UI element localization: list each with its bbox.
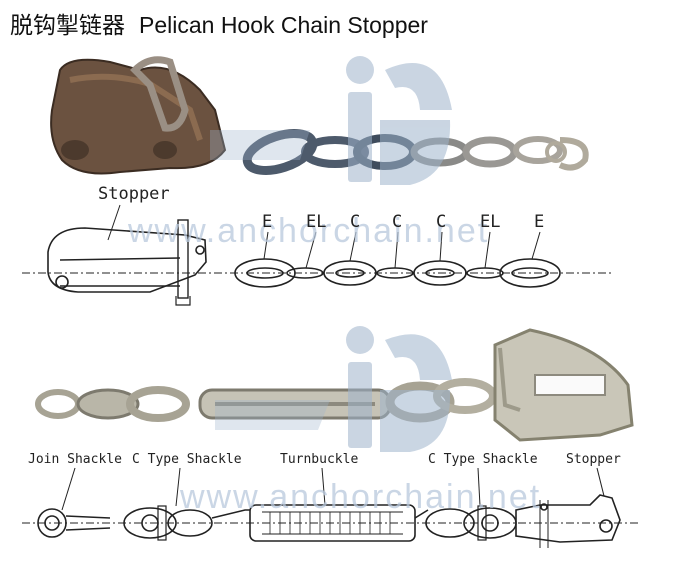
watermark-text-top: www.anchorchain.net — [128, 212, 490, 250]
bottom-stopper-diagram — [515, 494, 621, 543]
watermark-text-bottom: www.anchorchain.net — [180, 478, 542, 516]
link-label-e-1: E — [262, 212, 273, 232]
turnbuckle-diagram — [249, 504, 416, 542]
top-leader-lines — [107, 204, 541, 269]
bottom-photo — [35, 328, 634, 442]
stopper-outline — [47, 227, 207, 293]
page-title: 脱钩掣链器 Pelican Hook Chain Stopper — [10, 6, 428, 40]
link-label-e-2: E — [534, 212, 545, 232]
link-label-c-1: C — [350, 212, 361, 232]
link-label-el-2: EL — [480, 212, 501, 232]
bottom-leader-lines — [61, 467, 605, 511]
label-join-shackle: Join Shackle — [28, 452, 122, 467]
link-label-c-2: C — [392, 212, 403, 232]
title-english: Pelican Hook Chain Stopper — [139, 12, 428, 38]
link-label-el-1: EL — [306, 212, 327, 232]
label-stopper-bottom: Stopper — [566, 452, 621, 467]
top-diagram — [22, 204, 612, 306]
hook-bail — [130, 56, 189, 132]
watermark-logo-top — [210, 56, 452, 185]
label-stopper-top: Stopper — [98, 184, 170, 204]
link-label-c-3: C — [436, 212, 447, 232]
label-c-type-shackle-right: C Type Shackle — [428, 452, 538, 467]
title-chinese: 脱钩掣链器 — [10, 13, 125, 39]
watermark-logo-bottom — [215, 326, 452, 452]
bottom-diagram — [22, 467, 640, 548]
label-turnbuckle: Turnbuckle — [280, 452, 359, 467]
label-c-type-shackle-left: C Type Shackle — [132, 452, 242, 467]
top-photo — [50, 56, 589, 175]
